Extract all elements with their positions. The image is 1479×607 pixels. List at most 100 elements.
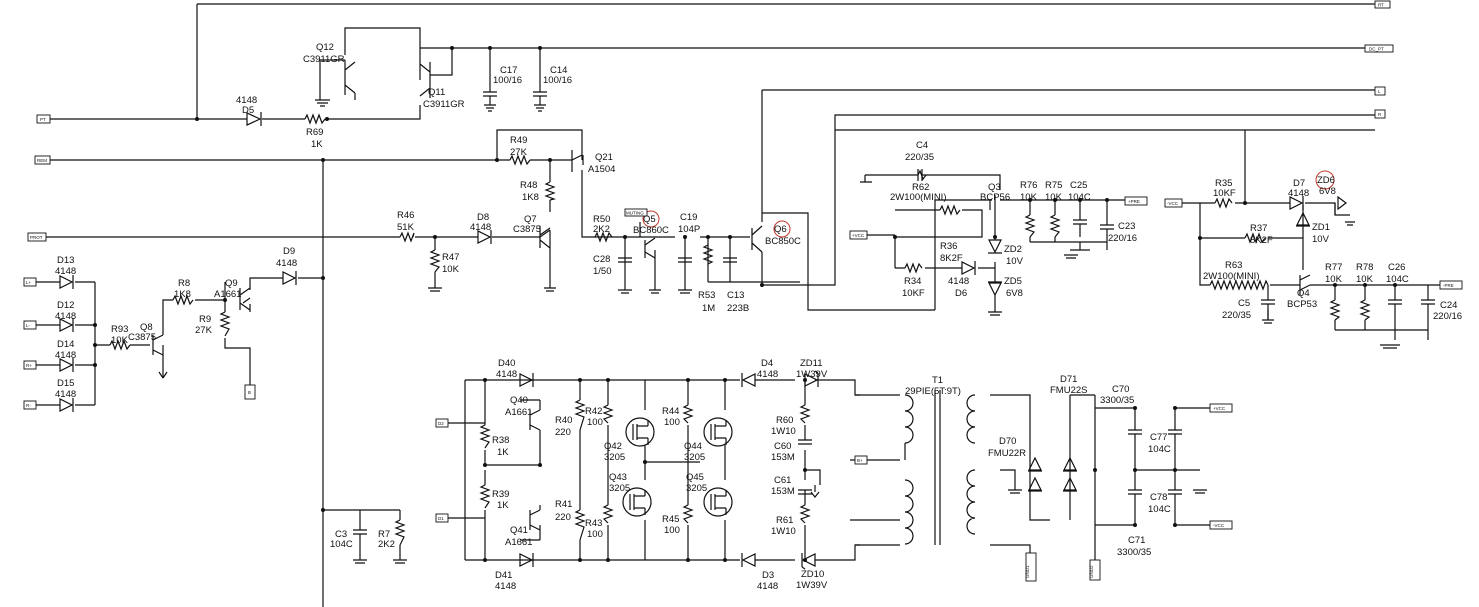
label-q7: Q7 [524,214,537,225]
diode-d7-symbol [1289,196,1304,210]
capacitor-c23-symbol [1100,224,1114,242]
label-c71: C71 [1128,535,1145,546]
label-d12: D12 [57,300,74,311]
label-d15-value: 4148 [55,389,76,400]
label-d41: D41 [495,570,512,581]
label-zd5-value: 6V8 [1006,288,1023,299]
label-r45-value: 100 [664,525,680,536]
transistor-q6-symbol [751,225,763,253]
tag-l-label: L [1378,89,1381,94]
label-d7: D7 [1293,178,1305,189]
label-r38: R38 [492,435,509,446]
tag-d1-label: D1 [438,516,444,521]
label-c17: C17 [500,65,517,76]
label-q43: Q43 [609,472,627,483]
resistor-r34-symbol [904,262,923,274]
tag-pt-label: PT [40,117,46,122]
label-c26-value: 104C [1386,274,1409,285]
capacitor-c17-symbol [483,91,497,112]
label-r47: R47 [442,252,459,263]
mosfet-q42-symbol [625,417,655,447]
label-c13: C13 [727,290,744,301]
tag-r-label: R [1378,112,1382,117]
label-r36-value: 8K2F [940,253,963,264]
label-c14: C14 [550,65,567,76]
ground-symbol [1064,254,1078,259]
label-zd11: ZD11 [800,358,823,369]
label-r47-value: 10K [442,264,460,275]
ground-symbol [1345,221,1355,226]
label-r34-value: 10KF [902,288,925,299]
label-r41-value: 220 [555,512,571,523]
label-r46: R46 [397,210,414,221]
label-d12-value: 4148 [55,311,76,322]
label-r35: R35 [1215,178,1232,189]
label-r37-value: 8K2F [1250,235,1273,246]
label-r36: R36 [940,241,957,252]
tag-rem [34,155,51,165]
label-d9-value: 4148 [276,258,297,269]
label-c5: C5 [1238,298,1250,309]
label-r49-value: 27K [510,147,528,158]
resistor-r43-symbol [602,504,614,524]
diode-d8-symbol [477,230,492,244]
resistor-r60-symbol [799,404,811,424]
label-c25-value: 104C [1068,192,1091,203]
capacitor-c19a-symbol [678,257,692,263]
label-r41: R41 [555,499,572,510]
label-r77-value: 10K [1325,274,1343,285]
label-r53-value: 1M [702,303,715,314]
tag-rt-label: RT [1378,3,1384,8]
highlight-zd6 [1315,170,1335,190]
label-c24-value: 220/16 [1433,311,1462,322]
label-c4: C4 [916,140,928,151]
label-q21: Q21 [595,152,613,163]
label-c19: C19 [680,212,697,223]
ground-symbol [1008,489,1022,494]
label-d41-value: 4148 [495,581,516,592]
label-r43-value: 100 [587,529,603,540]
label-c24: C24 [1440,300,1457,311]
label-d70: D70 [999,436,1016,447]
label-zd1: ZD1 [1312,222,1330,233]
label-r7: R7 [378,529,390,540]
label-q45-value: 3205 [686,483,707,494]
resistor-r50-symbol [594,231,613,243]
label-r60: R60 [776,415,793,426]
tag-b-label: B [248,390,251,395]
label-r9: R9 [199,314,211,325]
resistor-r48-symbol [544,181,557,201]
label-c5-value: 220/35 [1222,310,1251,321]
label-r8-value: 1K8 [174,289,191,300]
transistor-q8-symbol [152,334,164,356]
tag-bt-label: B+ [857,458,863,463]
ground-symbol [428,287,442,292]
resistor-r42-symbol [602,404,614,424]
label-r69-value: 1K [311,139,323,150]
tag-bt [854,455,868,465]
resistor-r49-symbol [509,154,531,166]
tag-prot-label: PROT [30,235,43,240]
tag-mvcc [1164,198,1183,208]
transistor-q11-symbol [419,62,431,98]
label-c60: C60 [774,441,791,452]
label-q5-value: BC860C [633,225,669,236]
label-r62-value: 2W100(MINI) [890,192,946,203]
label-d8: D8 [477,212,489,223]
resistor-r7-symbol [394,519,406,546]
resistor-r36-symbol [939,204,961,216]
transformer-primary [904,394,914,545]
label-r48: R48 [520,180,537,191]
label-q3: Q3 [988,182,1001,193]
capacitor-c14-symbol [533,91,547,112]
ground-symbol [1380,344,1400,349]
label-zd10-value: 1W39V [796,580,828,591]
label-zd1-value: 10V [1312,234,1330,245]
label-d3-value: 4148 [757,581,778,592]
capacitor-c24-symbol [1421,299,1435,330]
label-d5: D5 [242,105,254,116]
zener-zd10-symbol [801,553,816,570]
label-zd2: ZD2 [1004,244,1022,255]
label-r75-value: 10K [1045,192,1063,203]
label-zd11-value: 1W39V [796,369,828,380]
